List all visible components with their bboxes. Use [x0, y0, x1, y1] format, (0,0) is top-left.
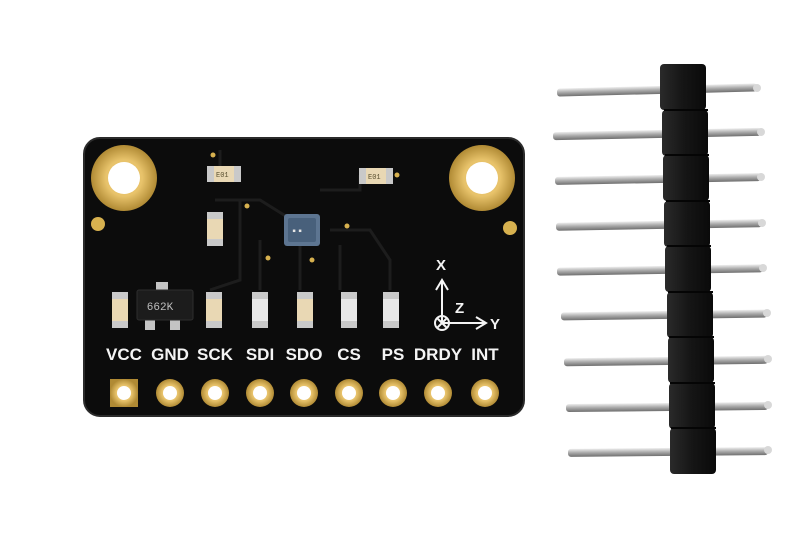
sensor-chip: ▪▪: [284, 214, 320, 246]
axis-orientation-marker: [434, 278, 488, 331]
sensor-breakout-board: E01 E01 ▪▪ 662K: [83, 137, 525, 417]
pin-label-row: VCC GND SCK SDI SDO CS PS DRDY INT: [106, 345, 499, 364]
capacitor-marking: E01: [216, 172, 229, 180]
solder-pad-row: [110, 379, 499, 407]
solder-pad-drdy: [424, 379, 452, 407]
solder-pad-gnd: [156, 379, 184, 407]
capacitor-top-right: E01: [359, 168, 393, 184]
capacitor: [297, 292, 313, 328]
resistor: [341, 292, 357, 328]
header-pin-8: [565, 401, 769, 413]
pin-label-sdo: SDO: [286, 345, 323, 364]
solder-pad-sck: [201, 379, 229, 407]
header-pin-3: [554, 173, 762, 185]
axis-label-x: X: [436, 257, 446, 274]
fiducial-right: [503, 221, 517, 235]
resistor: [252, 292, 268, 328]
capacitor-top-left: E01: [207, 166, 241, 182]
pin-header-strip: [553, 64, 772, 474]
capacitor: [206, 292, 222, 328]
capacitor: [112, 292, 128, 328]
pin-label-sdi: SDI: [246, 345, 274, 364]
fiducial-left: [91, 217, 105, 231]
solder-pad-cs: [335, 379, 363, 407]
capacitor-row: [112, 292, 399, 328]
header-pin-1: [557, 83, 757, 97]
solder-pad-vcc: [110, 379, 138, 407]
axis-label-z: Z: [455, 300, 464, 317]
mounting-hole-left: [91, 145, 157, 211]
via: [265, 255, 271, 261]
solder-pad-sdo: [290, 379, 318, 407]
voltage-regulator: 662K: [136, 282, 194, 330]
regulator-marking: 662K: [147, 302, 174, 314]
header-pin-2: [553, 127, 761, 141]
header-pin-5: [556, 264, 764, 276]
solder-pad-int: [471, 379, 499, 407]
sensor-chip-marking: ▪▪: [291, 227, 303, 238]
pin-label-sck: SCK: [197, 345, 234, 364]
pin-label-vcc: VCC: [106, 345, 142, 364]
via: [309, 257, 315, 263]
mounting-hole-right: [449, 145, 515, 211]
capacitor-marking: E01: [368, 174, 381, 182]
pin-label-gnd: GND: [151, 345, 189, 364]
pin-label-cs: CS: [337, 345, 361, 364]
header-plastic-body: [660, 64, 716, 474]
via: [210, 152, 216, 158]
axis-label-y: Y: [490, 316, 500, 333]
pcb-substrate: [83, 137, 525, 417]
solder-pad-sdi: [246, 379, 274, 407]
pin-label-int: INT: [471, 345, 499, 364]
via: [394, 172, 400, 178]
pin-label-drdy: DRDY: [414, 345, 463, 364]
capacitor-mid-left: [207, 212, 223, 246]
solder-pad-ps: [379, 379, 407, 407]
header-pin-9: [567, 447, 769, 457]
via: [344, 223, 350, 229]
header-pin-6: [560, 309, 768, 321]
header-pin-tips: [753, 84, 772, 454]
header-pin-4: [555, 219, 763, 231]
header-pin-7: [563, 355, 769, 367]
via: [244, 203, 250, 209]
resistor: [383, 292, 399, 328]
pin-label-ps: PS: [382, 345, 405, 364]
